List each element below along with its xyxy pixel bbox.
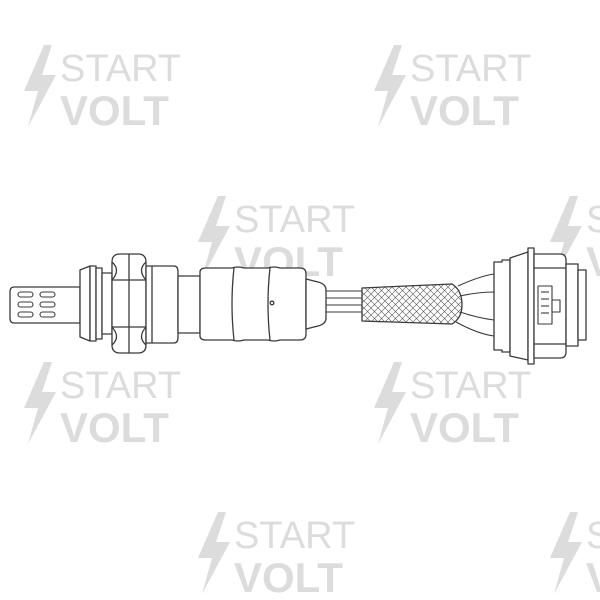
watermark-start-text: START	[60, 48, 181, 90]
sensor-body	[145, 265, 201, 344]
watermark-start-text: START	[586, 199, 600, 241]
lightning-bolt-icon	[550, 196, 582, 278]
cable-grommet	[305, 278, 327, 330]
lightning-bolt-icon	[24, 45, 56, 127]
watermark-start-text: START	[234, 199, 355, 241]
lightning-bolt-icon	[374, 362, 406, 444]
oxygen-sensor-drawing	[9, 247, 587, 365]
braided-cable-sleeve	[361, 283, 463, 325]
watermark-start-text: START	[586, 515, 600, 557]
boot-marker-dot	[269, 300, 275, 306]
watermark-volt-text: VOLT	[410, 87, 519, 134]
sensor-rubber-boot	[199, 266, 307, 342]
watermark-volt-text: VOLT	[60, 87, 169, 134]
probe-vent-slots	[17, 291, 56, 318]
electrical-connector	[493, 247, 587, 365]
lightning-bolt-icon	[198, 196, 230, 278]
sensor-hex-nut	[111, 253, 147, 354]
lightning-bolt-icon	[374, 45, 406, 127]
watermark-volt-text: VOLT	[586, 238, 600, 285]
lightning-bolt-icon	[24, 362, 56, 444]
lightning-bolt-icon	[550, 512, 582, 594]
watermark-volt-text: VOLT	[234, 554, 343, 600]
sensor-wires	[326, 290, 362, 313]
connector-wires	[455, 273, 495, 337]
connector-latch	[537, 285, 561, 325]
watermark-volt-text: VOLT	[586, 554, 600, 600]
watermark-volt-text: VOLT	[410, 404, 519, 451]
watermark-start-text: START	[60, 365, 181, 407]
lightning-bolt-icon	[198, 512, 230, 594]
sensor-probe-tip	[9, 286, 81, 324]
watermark-layer: STARTVOLTSTARTVOLTSTARTVOLTSTARTVOLTSTAR…	[24, 45, 600, 600]
watermark-start-text: START	[410, 365, 531, 407]
watermark-start-text: START	[234, 515, 355, 557]
watermark-volt-text: VOLT	[60, 404, 169, 451]
watermark-start-text: START	[410, 48, 531, 90]
sensor-thread-collar	[79, 265, 113, 342]
